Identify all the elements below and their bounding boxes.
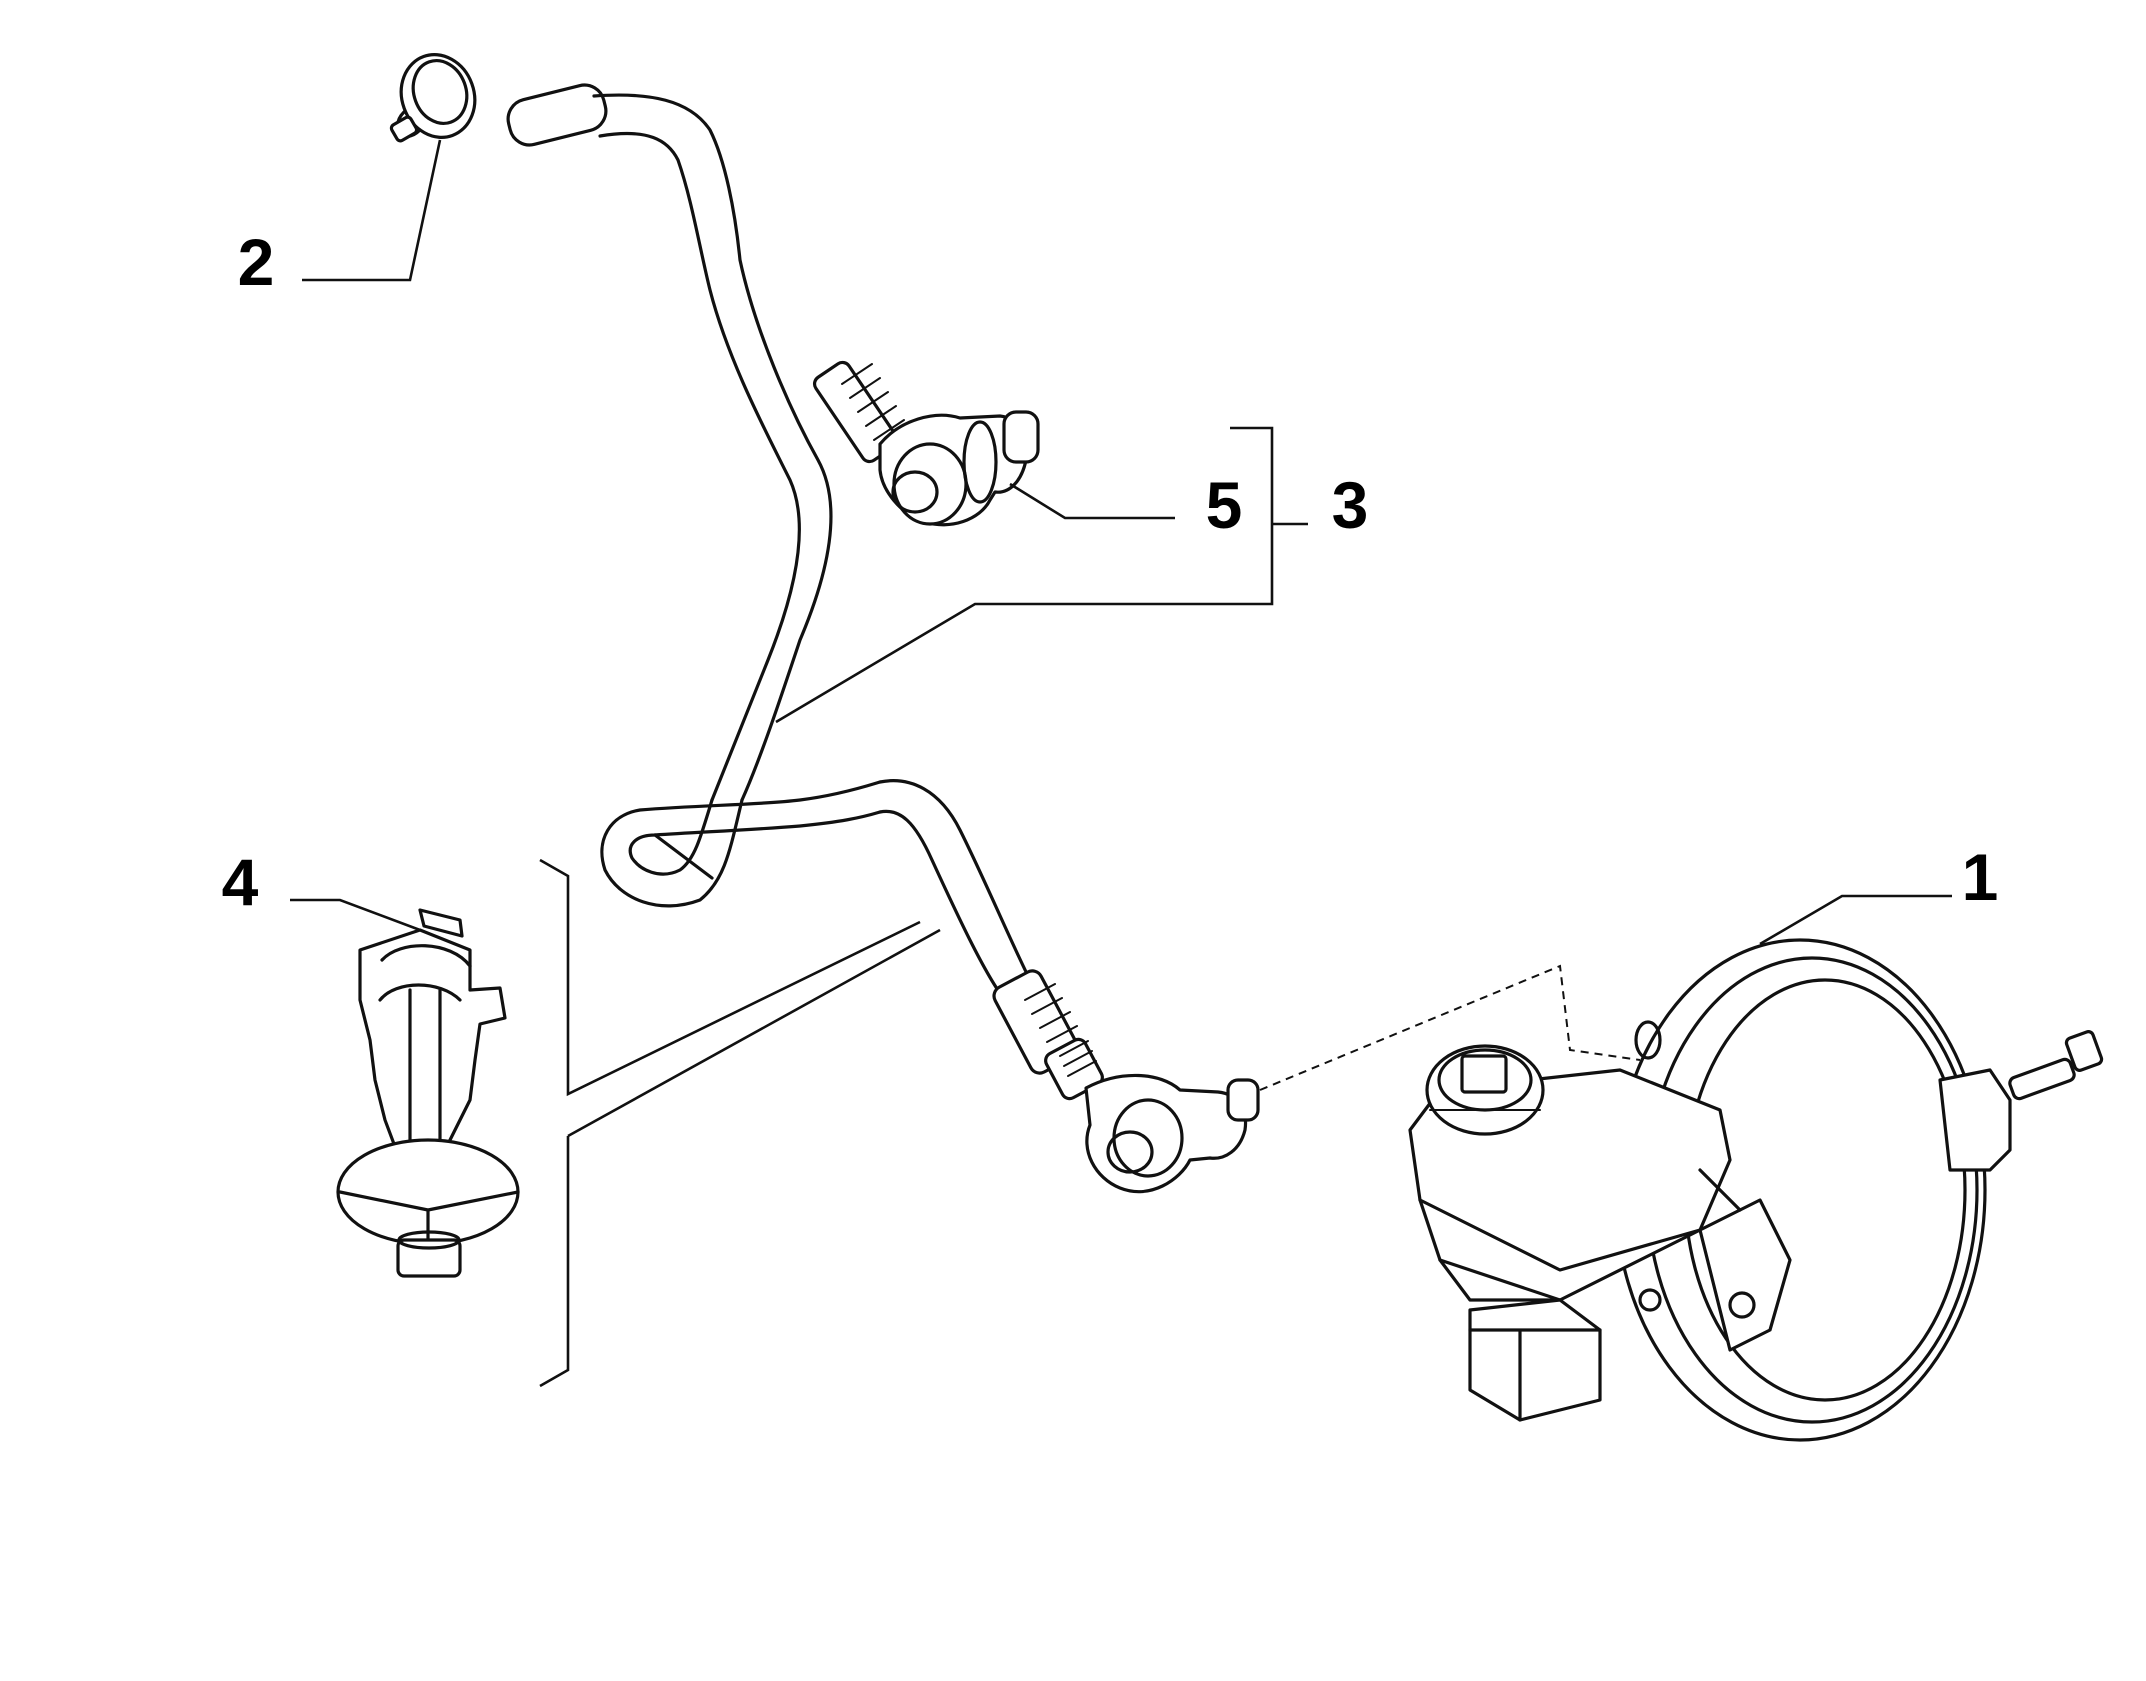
check-valve-part	[812, 360, 1040, 527]
callout-part-1: 1	[1961, 840, 1999, 914]
callout-part-4: 4	[221, 845, 259, 919]
leader-lines	[290, 139, 1952, 1388]
callout-part-3: 3	[1331, 468, 1369, 542]
brake-booster-part	[1408, 938, 2104, 1442]
callout-part-2: 2	[237, 225, 275, 299]
hose-clamp-part	[389, 53, 477, 143]
callout-part-5: 5	[1205, 468, 1243, 542]
hose-bracket-part	[336, 908, 520, 1278]
vacuum-hose-part	[506, 83, 1260, 1194]
assembly-dash-line	[1259, 964, 1641, 1091]
